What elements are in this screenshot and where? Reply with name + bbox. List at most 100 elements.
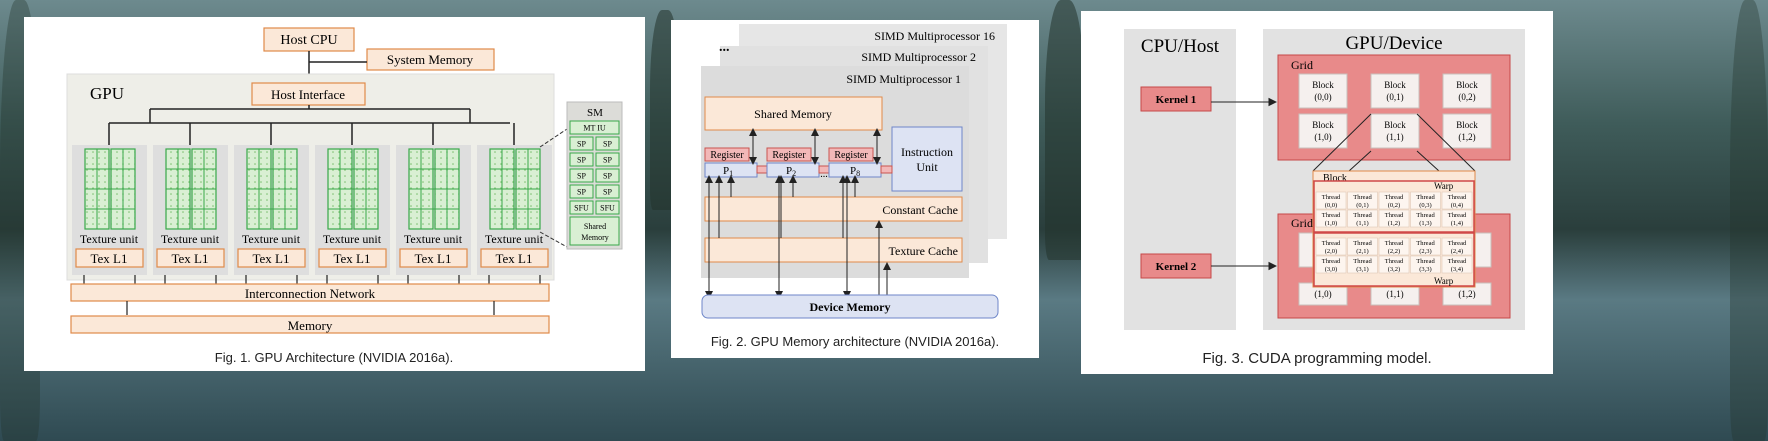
tex-l1-label: Tex L1 xyxy=(334,251,371,266)
sm-cell: SP xyxy=(569,136,594,151)
kernel-1-box xyxy=(1140,86,1212,112)
svg-text:(1,1): (1,1) xyxy=(1386,289,1403,299)
stack-dots: ... xyxy=(719,40,730,55)
svg-text:SFU: SFU xyxy=(574,204,589,213)
svg-text:Thread: Thread xyxy=(1448,240,1467,247)
svg-text:(1,2): (1,2) xyxy=(1458,289,1475,299)
sm-cell: SP xyxy=(595,184,620,199)
sm-cell: SFU xyxy=(595,200,620,215)
svg-text:Block: Block xyxy=(1456,120,1478,130)
gpu-memory-architecture-diagram: SIMD Multiprocessor 16 SIMD Multiprocess… xyxy=(701,24,1007,349)
tex-l1-label: Tex L1 xyxy=(496,251,533,266)
svg-text:(3,4): (3,4) xyxy=(1451,266,1463,273)
warp-2-label: Warp xyxy=(1434,276,1454,286)
interconnection-network-box xyxy=(70,283,550,302)
svg-text:(1,0): (1,0) xyxy=(1314,289,1331,299)
texture-cache-box xyxy=(704,237,963,263)
svg-text:Block: Block xyxy=(1384,80,1406,90)
thread-cell: Thread(1,2) xyxy=(1378,209,1410,228)
svg-text:(2,3): (2,3) xyxy=(1419,248,1431,255)
thread-cell: Thread(2,1) xyxy=(1347,237,1378,256)
constant-cache-box xyxy=(704,196,963,222)
tex-l1-label: Tex L1 xyxy=(415,251,452,266)
device-memory-box xyxy=(701,294,999,319)
svg-text:SP: SP xyxy=(603,140,612,149)
thread-cell: Thread(3,1) xyxy=(1347,255,1378,274)
warp-1 xyxy=(1313,180,1475,233)
cuda-programming-model-diagram: CPU/Host Kernel 1 Kernel 2 GPU/Device Gr… xyxy=(1124,29,1525,367)
thread-cell: Thread(1,4) xyxy=(1441,209,1473,228)
thread-cell: Thread(2,2) xyxy=(1378,237,1410,256)
svg-text:Thread: Thread xyxy=(1416,258,1435,265)
grid-block: Block(1,0) xyxy=(1298,113,1348,149)
pm-label: P8 xyxy=(850,165,860,178)
grid-block: Block(0,0) xyxy=(1298,73,1348,109)
simd2-label: SIMD Multiprocessor 2 xyxy=(861,50,976,64)
svg-text:(2,2): (2,2) xyxy=(1388,248,1400,255)
texture-unit-label: Texture unit xyxy=(485,232,544,246)
thread-cell: Thread(3,0) xyxy=(1315,255,1347,274)
processor-1: Register P1 xyxy=(704,147,758,178)
figure-2-card: SIMD Multiprocessor 16 SIMD Multiprocess… xyxy=(671,20,1039,358)
grid-block: Block (1,2) xyxy=(1442,113,1492,149)
figure-1-caption: Fig. 1. GPU Architecture (NVIDIA 2016a). xyxy=(215,350,453,365)
svg-text:(0,3): (0,3) xyxy=(1419,202,1431,209)
svg-text:(1,1): (1,1) xyxy=(1356,220,1368,227)
texture-unit-label: Texture unit xyxy=(161,232,220,246)
sm-cell: SP xyxy=(595,152,620,167)
thread-cell: Thread(3,4) xyxy=(1441,255,1473,274)
svg-text:(1,0): (1,0) xyxy=(1325,220,1337,227)
warp-1-label: Warp xyxy=(1434,181,1454,191)
svg-text:Thread: Thread xyxy=(1416,194,1435,201)
svg-text:Shared: Shared xyxy=(584,222,606,231)
thread-cell: Thread(1,1) xyxy=(1347,209,1378,228)
svg-text:SP: SP xyxy=(577,172,586,181)
svg-text:Thread: Thread xyxy=(1385,258,1404,265)
svg-text:(0,0): (0,0) xyxy=(1314,92,1331,102)
svg-text:(1,2): (1,2) xyxy=(1458,132,1475,142)
thread-cell: Thread(0,2) xyxy=(1378,191,1410,210)
svg-text:Thread: Thread xyxy=(1416,240,1435,247)
texture-unit-label: Texture unit xyxy=(242,232,301,246)
texture-unit-label: Texture unit xyxy=(323,232,382,246)
svg-text:Thread: Thread xyxy=(1385,240,1404,247)
svg-text:SFU: SFU xyxy=(600,204,615,213)
constant-cache-label: Constant Cache xyxy=(882,203,958,217)
processor-ellipsis: ... xyxy=(820,169,828,180)
svg-text:(0,0): (0,0) xyxy=(1325,202,1337,209)
sm-cell: SP xyxy=(569,184,594,199)
register-1-label: Register xyxy=(710,150,744,161)
figure-1-card: Host CPU System Memory GPU Host Interfac… xyxy=(24,17,645,371)
svg-text:(2,4): (2,4) xyxy=(1451,248,1463,255)
cpu-host-region xyxy=(1124,29,1236,330)
thread-cell: Thread(0,4) xyxy=(1441,191,1473,210)
figure-3-card: CPU/Host Kernel 1 Kernel 2 GPU/Device Gr… xyxy=(1081,11,1553,374)
gpu-label: GPU xyxy=(90,84,124,103)
zoom-block-label: Block xyxy=(1323,173,1347,184)
register-2-label: Register xyxy=(772,150,806,161)
svg-text:Thread: Thread xyxy=(1353,258,1372,265)
p2-label: P2 xyxy=(786,165,796,178)
instruction-label-2: Unit xyxy=(916,160,938,174)
processor-2: Register P2 xyxy=(766,147,820,178)
grid-block: (1,1) xyxy=(1370,282,1420,306)
svg-text:Block: Block xyxy=(1384,120,1406,130)
svg-text:Thread: Thread xyxy=(1322,194,1341,201)
thread-cell: Thread(1,3) xyxy=(1410,209,1441,228)
sm-cell: SP xyxy=(569,152,594,167)
svg-text:Block: Block xyxy=(1312,120,1334,130)
memory-label: Memory xyxy=(288,318,333,333)
grid-1-label: Grid xyxy=(1291,58,1313,72)
svg-text:SP: SP xyxy=(603,156,612,165)
thread-cell: Thread(0,3) xyxy=(1410,191,1441,210)
svg-text:(0,2): (0,2) xyxy=(1388,202,1400,209)
svg-text:(2,0): (2,0) xyxy=(1325,248,1337,255)
svg-text:Memory: Memory xyxy=(581,233,609,242)
kernel-2-label: Kernel 2 xyxy=(1156,261,1197,273)
svg-text:SP: SP xyxy=(577,156,586,165)
sm-cell: SP xyxy=(595,168,620,183)
gpu-device-label: GPU/Device xyxy=(1345,33,1442,54)
svg-text:Thread: Thread xyxy=(1353,212,1372,219)
svg-text:Thread: Thread xyxy=(1448,258,1467,265)
